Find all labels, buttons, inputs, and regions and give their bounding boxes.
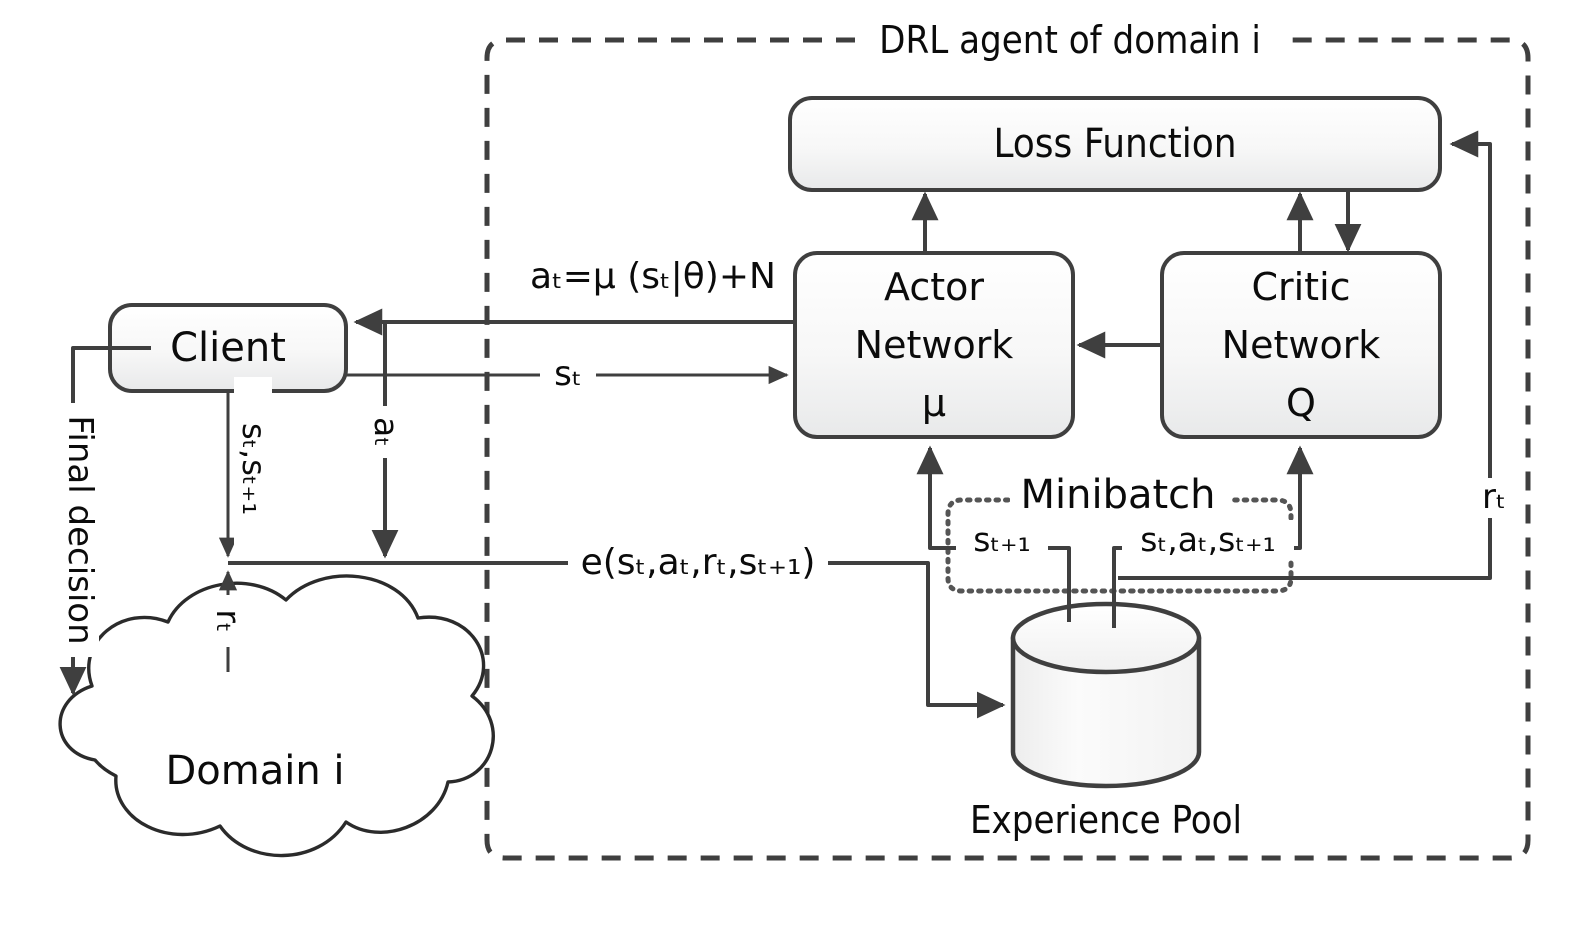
action-label: aₜ	[367, 406, 406, 458]
experience-pool-cylinder-body[interactable]	[1010, 635, 1202, 789]
minibatch-label: Minibatch	[1010, 473, 1226, 517]
action-formula-label: aₜ=μ (sₜ|θ)+N	[520, 254, 786, 300]
domain-cloud[interactable]	[58, 574, 495, 858]
minibatch-next-state-label: sₜ₊₁	[956, 520, 1048, 560]
critic-network-box[interactable]	[1160, 251, 1442, 439]
edge-reward-to-loss	[1118, 130, 1492, 580]
experience-tuple-label: e(sₜ,aₜ,rₜ,sₜ₊₁)	[568, 540, 828, 586]
states-pair-label: sₜ,sₜ₊₁	[234, 377, 273, 561]
reward-right-label: rₜ	[1466, 478, 1522, 518]
minibatch-transition-label: sₜ,aₜ,sₜ₊₁	[1122, 520, 1294, 560]
final-decision-label: Final decision	[59, 403, 100, 657]
drl-agent-boundary	[484, 37, 1531, 861]
state-label: sₜ	[540, 355, 596, 395]
experience-pool-cylinder-top	[1010, 601, 1202, 675]
reward-left-label: rₜ	[209, 595, 248, 647]
loss-function-box[interactable]	[788, 96, 1442, 192]
actor-network-box[interactable]	[793, 251, 1075, 439]
minibatch-dotted-box	[945, 497, 1294, 594]
